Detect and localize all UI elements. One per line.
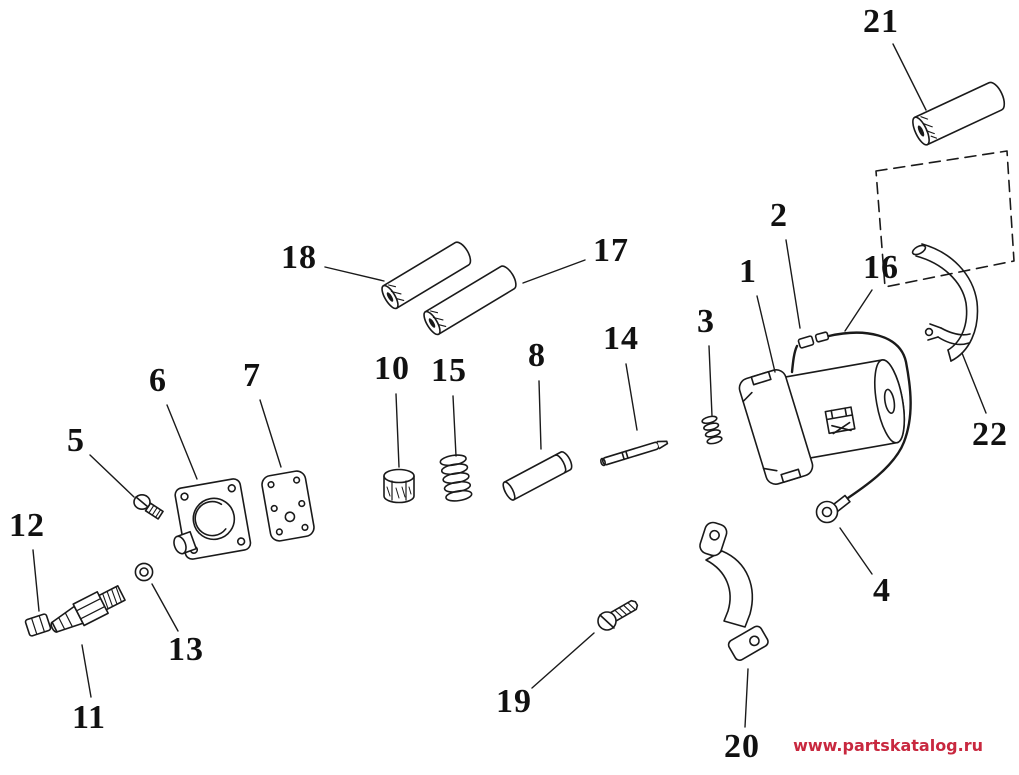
leader-21 [892,43,927,111]
part-22-hose [911,243,979,362]
part-20-clamp [699,521,769,661]
callout-12: 12 [9,507,45,544]
leader-22 [961,352,987,414]
canister-body [775,359,906,463]
part-12-nut [24,613,52,637]
lead-wire [790,331,912,504]
callout-13: 13 [168,631,204,668]
leader-17 [522,259,586,284]
leader-7 [259,399,282,468]
callout-4: 4 [873,572,891,609]
leader-lines [32,43,987,728]
leader-8 [538,380,542,450]
part-15-spring [439,454,473,502]
callout-1: 1 [739,253,757,290]
part-6-pump-body [174,478,252,560]
callout-7: 7 [243,357,261,394]
callout-5: 5 [67,422,85,459]
callout-20: 20 [724,728,760,765]
part-11-fitting [50,585,126,633]
callout-17: 17 [593,232,629,269]
callout-15: 15 [431,352,467,389]
mount-bracket [738,369,814,485]
leader-11 [81,644,92,698]
leader-14 [625,363,638,431]
part-21-cylinder [912,81,1006,146]
callout-11: 11 [71,699,107,736]
callout-21: 21 [863,3,899,40]
part-8-plunger [502,451,573,501]
leader-12 [32,549,40,612]
part-18-cylinder [381,241,472,310]
callout-2: 2 [770,197,788,234]
callout-14: 14 [603,320,639,357]
leader-2 [785,239,801,329]
leader-19 [531,632,595,689]
part-7-gasket [261,470,315,542]
part-10-plug [383,468,415,504]
leader-10 [395,393,400,468]
part-1-canister-assembly [738,331,912,524]
callout-18: 18 [281,239,317,276]
leader-5 [89,454,135,498]
callout-10: 10 [374,350,410,387]
callout-19: 19 [496,683,532,720]
part-3-spring [701,415,723,445]
watermark-url: www.partskatalog.ru [793,736,983,755]
callout-16: 16 [863,249,899,286]
callout-8: 8 [528,337,546,374]
canister-clip [824,406,856,435]
leader-20 [744,668,749,728]
leader-18 [324,266,385,282]
leader-3 [708,345,713,417]
part-19-screw [597,599,639,631]
leader-15 [452,395,457,457]
callout-6: 6 [149,362,167,399]
leader-4 [839,527,873,575]
leader-6 [166,404,198,480]
part-6-boss [173,530,198,555]
callout-3: 3 [697,303,715,340]
callout-22: 22 [972,416,1008,453]
part-14-pin [600,440,669,467]
ring-terminal [815,494,851,524]
leader-1 [756,295,776,373]
dashed-panel-outline [875,150,1015,288]
leader-13 [151,583,179,632]
leader-16 [844,289,873,332]
part-13-ring [134,562,154,582]
part-17-cylinder [423,265,517,336]
part-5-screw [133,493,164,520]
